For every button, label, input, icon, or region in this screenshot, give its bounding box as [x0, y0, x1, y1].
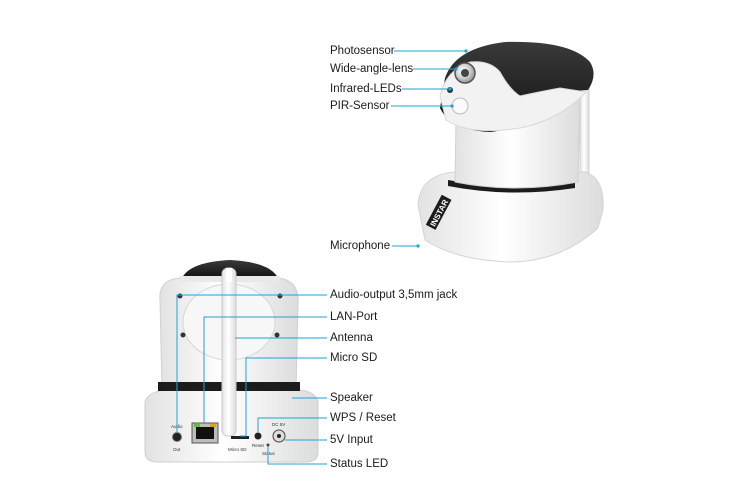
label-micro-sd: Micro SD [330, 352, 378, 364]
back-antenna [221, 267, 237, 437]
leader-lines [176, 50, 466, 465]
panel-out-text: Out [173, 447, 181, 452]
label-speaker: Speaker [330, 392, 373, 404]
label-infrared-leds: Infrared-LEDs [330, 83, 402, 95]
audio-jack-icon [172, 432, 182, 442]
label-wide-angle-lens: Wide-angle-lens [330, 63, 414, 75]
label-pir-sensor: PIR-Sensor [330, 100, 390, 112]
leader-dots [416, 49, 468, 248]
label-lan-port: LAN-Port [330, 311, 378, 323]
leader-micro-sd [240, 357, 327, 437]
front-head-face [439, 61, 588, 132]
panel-microsd-text: Micro SD [228, 447, 247, 452]
leader-lan-port [203, 316, 327, 423]
status-led-icon [266, 443, 270, 447]
label-antenna: Antenna [330, 332, 373, 344]
label-wps-reset: WPS / Reset [330, 412, 396, 424]
leader-status-led [267, 446, 327, 465]
label-5v-input: 5V Input [330, 434, 373, 446]
leader-audio-output [176, 294, 327, 433]
back-camera: Audio Out Micro SD Reset DC 5V Status [144, 260, 319, 463]
panel-status-text: Status [262, 451, 276, 456]
panel-dc-text: DC 5V [272, 422, 285, 427]
micro-sd-slot-icon [231, 436, 249, 439]
pir-sensor-icon [451, 97, 469, 115]
panel-reset-text: Reset [252, 443, 265, 448]
reset-button-icon [254, 432, 262, 440]
front-camera: INSTAR [417, 41, 604, 263]
label-status-led: Status LED [330, 458, 389, 470]
label-photosensor: Photosensor [330, 45, 395, 57]
label-audio-output: Audio-output 3,5mm jack [330, 289, 458, 301]
label-microphone: Microphone [330, 240, 391, 252]
front-ring [448, 180, 575, 193]
front-base [417, 171, 604, 263]
leader-wps-reset [257, 417, 327, 432]
